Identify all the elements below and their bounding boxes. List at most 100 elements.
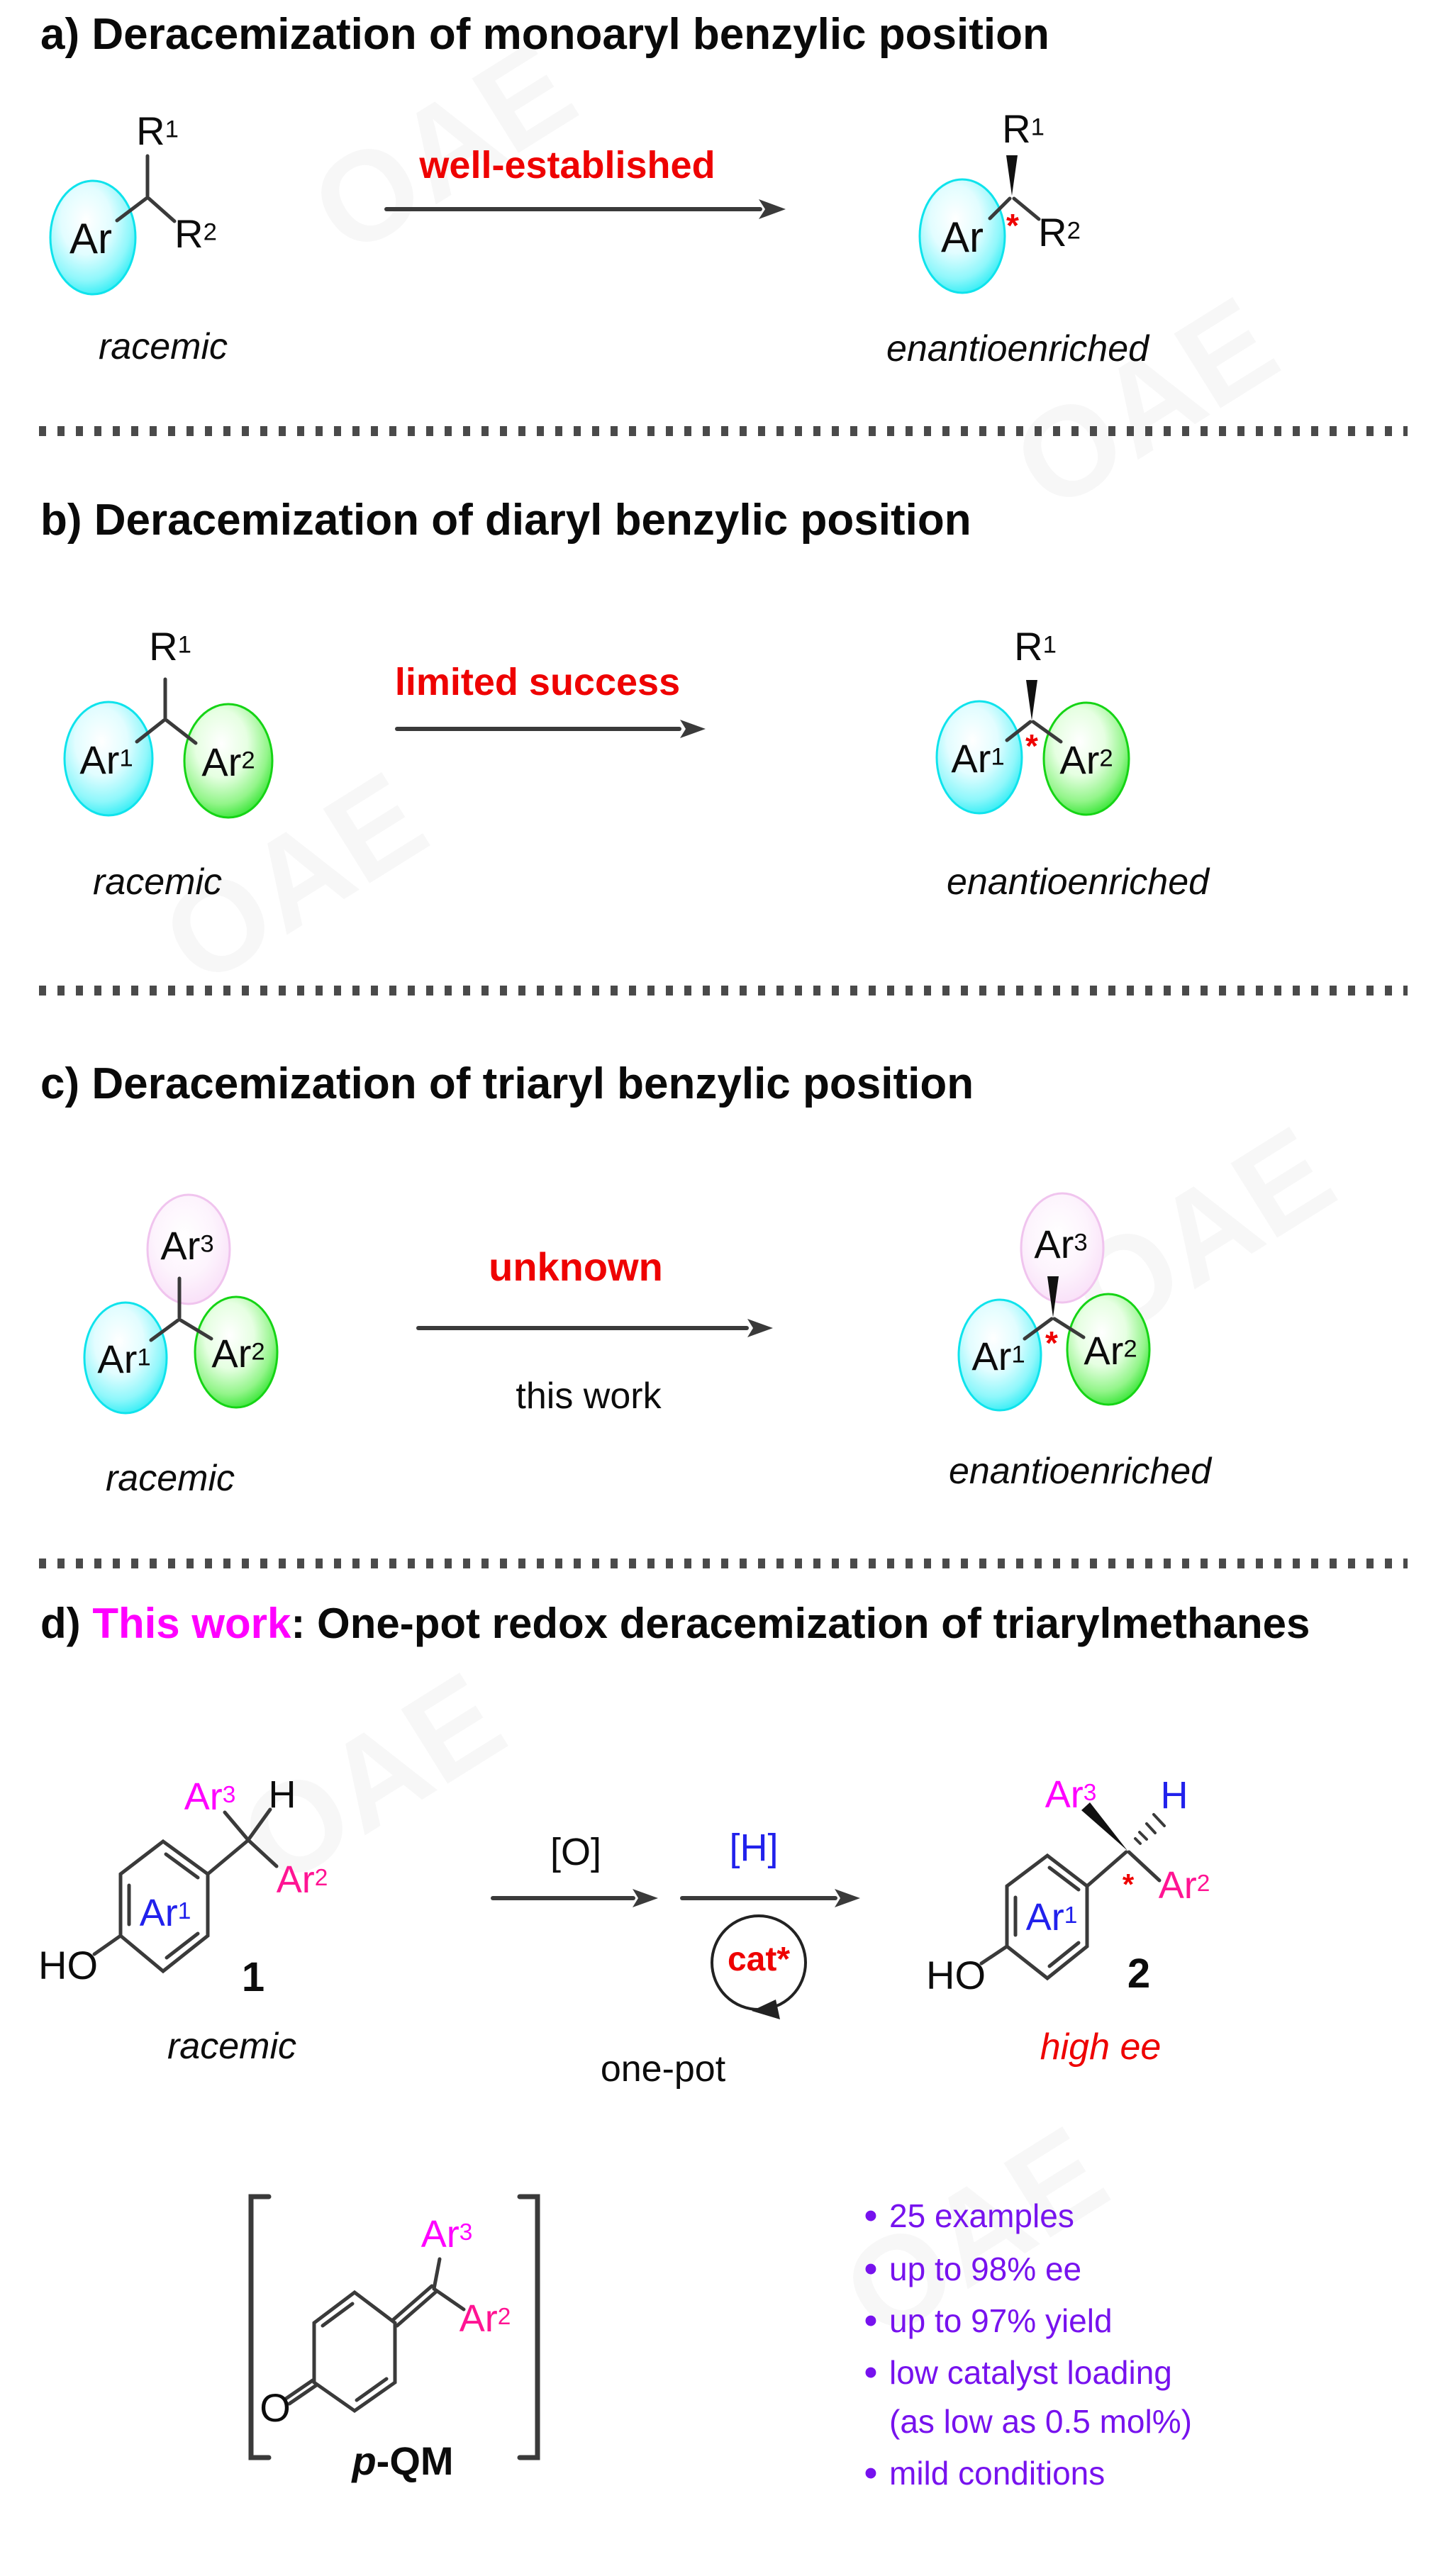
bond: [135, 718, 166, 744]
stereocenter-asterisk: *: [1122, 1868, 1135, 1901]
reaction-arrowhead: [633, 1889, 658, 1907]
ar3-label: Ar3: [160, 1223, 214, 1268]
pqm-caption: p-QM: [352, 2438, 454, 2483]
double-bond-inner: [321, 2302, 355, 2328]
ar1-label: Ar1: [139, 1892, 191, 1934]
ar1-label: Ar1: [1025, 1896, 1078, 1939]
hydroxyl-label: HO: [38, 1943, 98, 1987]
racemic-caption: racemic: [167, 2026, 297, 2067]
bond: [179, 1318, 213, 1341]
bond: [165, 718, 198, 745]
ar1-label: Ar1: [971, 1334, 1025, 1378]
bond: [1052, 1317, 1086, 1339]
bond: [1031, 720, 1063, 744]
carbonyl-double-bond: [284, 2378, 315, 2401]
bond: [432, 2287, 466, 2312]
bond: [115, 196, 148, 223]
ar2-label: Ar2: [1059, 737, 1113, 782]
ar-label: Ar: [69, 215, 112, 262]
aryl-circle-cyan: [83, 1301, 168, 1415]
quinone-ring: [312, 2290, 397, 2414]
double-bond-inner: [1047, 1866, 1081, 1892]
double-bond-inner: [165, 1931, 200, 1960]
stereocenter-asterisk: *: [1006, 207, 1019, 244]
aryl-circle-green: [1066, 1293, 1151, 1406]
compound-number: 1: [241, 1954, 265, 2000]
bracket-right: [517, 2194, 540, 2460]
h-label: H: [1160, 1774, 1188, 1817]
one-pot-arrows: [491, 1889, 860, 2019]
pqm-structure: [248, 2194, 540, 2460]
wedge-bond: [1047, 1276, 1059, 1317]
aryl-circle-pink: [1020, 1192, 1105, 1304]
reaction-arrowhead: [759, 199, 786, 219]
hash-bond-rung: [1152, 1813, 1166, 1827]
catalyst-label: cat*: [727, 1941, 791, 1978]
h-label: H: [268, 1773, 296, 1816]
reaction-arrowhead: [680, 720, 706, 738]
bullet-icon: •: [864, 2352, 878, 2393]
bond: [1012, 196, 1041, 221]
bond: [979, 1944, 1009, 1966]
r1-label: R1: [1014, 624, 1057, 669]
double-bond-inner: [355, 2377, 389, 2402]
ar2-label: Ar2: [459, 2297, 511, 2340]
bullet-item: low catalyst loading: [889, 2354, 1172, 2391]
bond: [147, 196, 177, 223]
bond: [1127, 1850, 1162, 1883]
compound-number: 2: [1127, 1951, 1151, 1997]
aryl-circle-green: [183, 703, 274, 819]
wedge-bond: [1026, 680, 1037, 720]
stereocenter-asterisk: *: [1025, 727, 1038, 764]
exocyclic-double-bond: [391, 2284, 434, 2322]
compound-2-structure: [979, 1802, 1166, 1981]
section-c-title: c) Deracemization of triaryl benzylic po…: [40, 1059, 974, 1108]
ar1-label: Ar1: [97, 1337, 151, 1381]
bullet-item: up to 97% yield: [889, 2302, 1113, 2339]
enantioenriched-caption: enantioenriched: [886, 328, 1149, 369]
carbonyl-double-bond: [287, 2383, 318, 2406]
section-divider: [39, 986, 1408, 996]
aryl-circle-cyan: [957, 1298, 1042, 1412]
ar2-label: Ar2: [201, 740, 255, 784]
scheme-b: [63, 677, 1130, 819]
r2-label: R2: [174, 211, 217, 256]
bullet-icon: •: [864, 2300, 878, 2341]
this-work-highlight: This work: [92, 1600, 291, 1647]
ar2-label: Ar2: [276, 1858, 328, 1901]
ar1-label: Ar1: [951, 736, 1005, 781]
ar2-label: Ar2: [1158, 1864, 1210, 1907]
r2-label: R2: [1038, 210, 1081, 255]
aryl-circle-pink: [146, 1193, 231, 1305]
hash-bond-rung: [1134, 1837, 1142, 1845]
high-ee-caption: high ee: [1040, 2026, 1162, 2068]
oxidation-label: [O]: [550, 1831, 602, 1873]
aryl-circle-cyan: [63, 701, 154, 817]
bracket-left: [248, 2194, 272, 2460]
reduction-label: [H]: [729, 1827, 779, 1869]
aryl-circle-green: [194, 1295, 279, 1409]
ar3-label: Ar3: [184, 1775, 236, 1818]
exocyclic-double-bond: [395, 2290, 438, 2328]
bullet-item-continuation: (as low as 0.5 mol%): [889, 2403, 1192, 2440]
ar2-label: Ar2: [1084, 1328, 1137, 1373]
enantioenriched-caption: enantioenriched: [948, 1451, 1212, 1492]
bond: [1085, 1850, 1128, 1888]
ar3-label: Ar3: [1034, 1222, 1088, 1266]
racemic-caption: racemic: [92, 862, 223, 903]
bond: [988, 196, 1012, 221]
bullet-icon: •: [864, 2248, 878, 2290]
wedge-bond: [1081, 1802, 1127, 1851]
racemic-caption: racemic: [98, 326, 228, 367]
double-bond-inner: [164, 1852, 200, 1880]
hydroxyl-label: HO: [926, 1953, 986, 1997]
bond: [223, 1810, 250, 1842]
reaction-arrowhead: [835, 1889, 860, 1907]
bullet-item: 25 examples: [889, 2197, 1074, 2234]
section-divider: [39, 1559, 1408, 1568]
r1-label: R1: [1002, 106, 1045, 151]
bond: [206, 1839, 249, 1876]
section-d-title: d) This work: One-pot redox deracemizati…: [40, 1600, 1310, 1647]
bond: [246, 1807, 272, 1842]
